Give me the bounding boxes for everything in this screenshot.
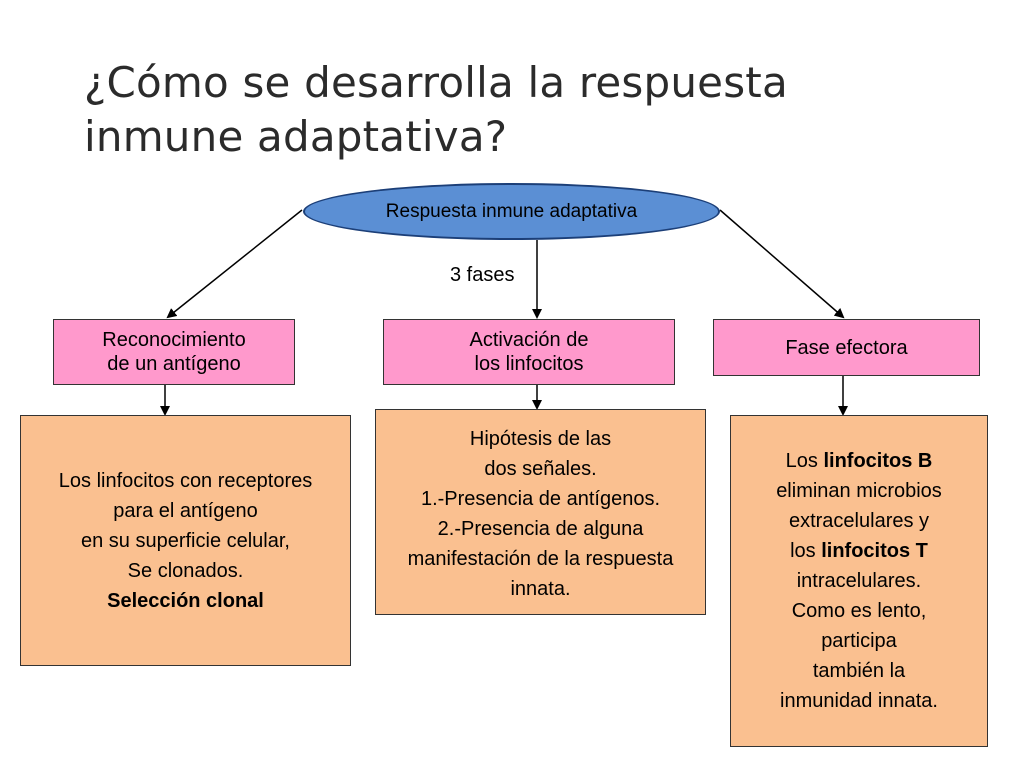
detail-box-recognition: Los linfocitos con receptores para el an… — [20, 415, 351, 666]
root-node-ellipse: Respuesta inmune adaptativa — [303, 183, 720, 240]
detail-effector-line-9: inmunidad innata. — [780, 690, 938, 712]
phases-count-label: 3 fases — [450, 264, 515, 286]
detail-effector-line-1-prefix: Los — [785, 450, 824, 472]
title-line-2: inmune adaptativa? — [84, 112, 508, 161]
detail-effector-line-2: eliminan microbios — [776, 480, 942, 502]
detail-recognition-highlight: Selección clonal — [107, 590, 264, 612]
root-node-label: Respuesta inmune adaptativa — [385, 200, 638, 222]
detail-activation-line-1: Hipótesis de las — [469, 428, 612, 450]
phase-box-effector: Fase efectora — [713, 319, 980, 376]
detail-recognition-line-4: Se clonados. — [127, 560, 244, 582]
detail-effector-t-cells: linfocitos T — [821, 540, 928, 562]
detail-effector-line-5: intracelulares. — [796, 570, 922, 592]
detail-effector-line-4-prefix: los — [790, 540, 822, 562]
detail-recognition-line-1: Los linfocitos con receptores — [58, 470, 313, 492]
phase-activation-line-2: los linfocitos — [474, 353, 584, 375]
detail-box-activation: Hipótesis de las dos señales. 1.-Presenc… — [375, 409, 706, 615]
detail-recognition-line-2: para el antígeno — [113, 500, 258, 522]
detail-activation-line-5: manifestación de la respuesta — [407, 548, 674, 570]
detail-effector-line-6: Como es lento, — [791, 600, 927, 622]
detail-activation-line-2: dos señales. — [484, 458, 597, 480]
arrow-root-to-effector — [719, 209, 845, 319]
slide-title: ¿Cómo se desarrolla la respuesta inmune … — [84, 56, 984, 164]
detail-effector-line-3: extracelulares y — [788, 510, 930, 532]
phase-box-activation: Activación de los linfocitos — [383, 319, 675, 385]
phase-recognition-line-2: de un antígeno — [107, 353, 241, 375]
title-line-1: ¿Cómo se desarrolla la respuesta — [84, 58, 788, 107]
detail-effector-line-1: Los linfocitos B — [786, 446, 933, 476]
detail-activation-line-6: innata. — [510, 578, 571, 600]
detail-activation-line-3: 1.-Presencia de antígenos. — [420, 488, 661, 510]
detail-effector-b-cells: linfocitos B — [823, 450, 933, 472]
phase-activation-line-1: Activación de — [469, 329, 589, 351]
phase-recognition-line-1: Reconocimiento — [102, 329, 246, 351]
detail-effector-line-8: también la — [812, 660, 906, 682]
phase-effector-line-1: Fase efectora — [785, 336, 908, 359]
detail-effector-line-7: participa — [821, 630, 897, 652]
detail-recognition-line-3: en su superficie celular, — [80, 530, 290, 552]
detail-effector-line-4: los linfocitos T — [790, 536, 928, 566]
arrow-root-to-recognition — [166, 209, 303, 319]
phase-box-recognition: Reconocimiento de un antígeno — [53, 319, 295, 385]
detail-box-effector: Los linfocitos B eliminan microbios extr… — [730, 415, 988, 747]
detail-activation-line-4: 2.-Presencia de alguna — [437, 518, 644, 540]
